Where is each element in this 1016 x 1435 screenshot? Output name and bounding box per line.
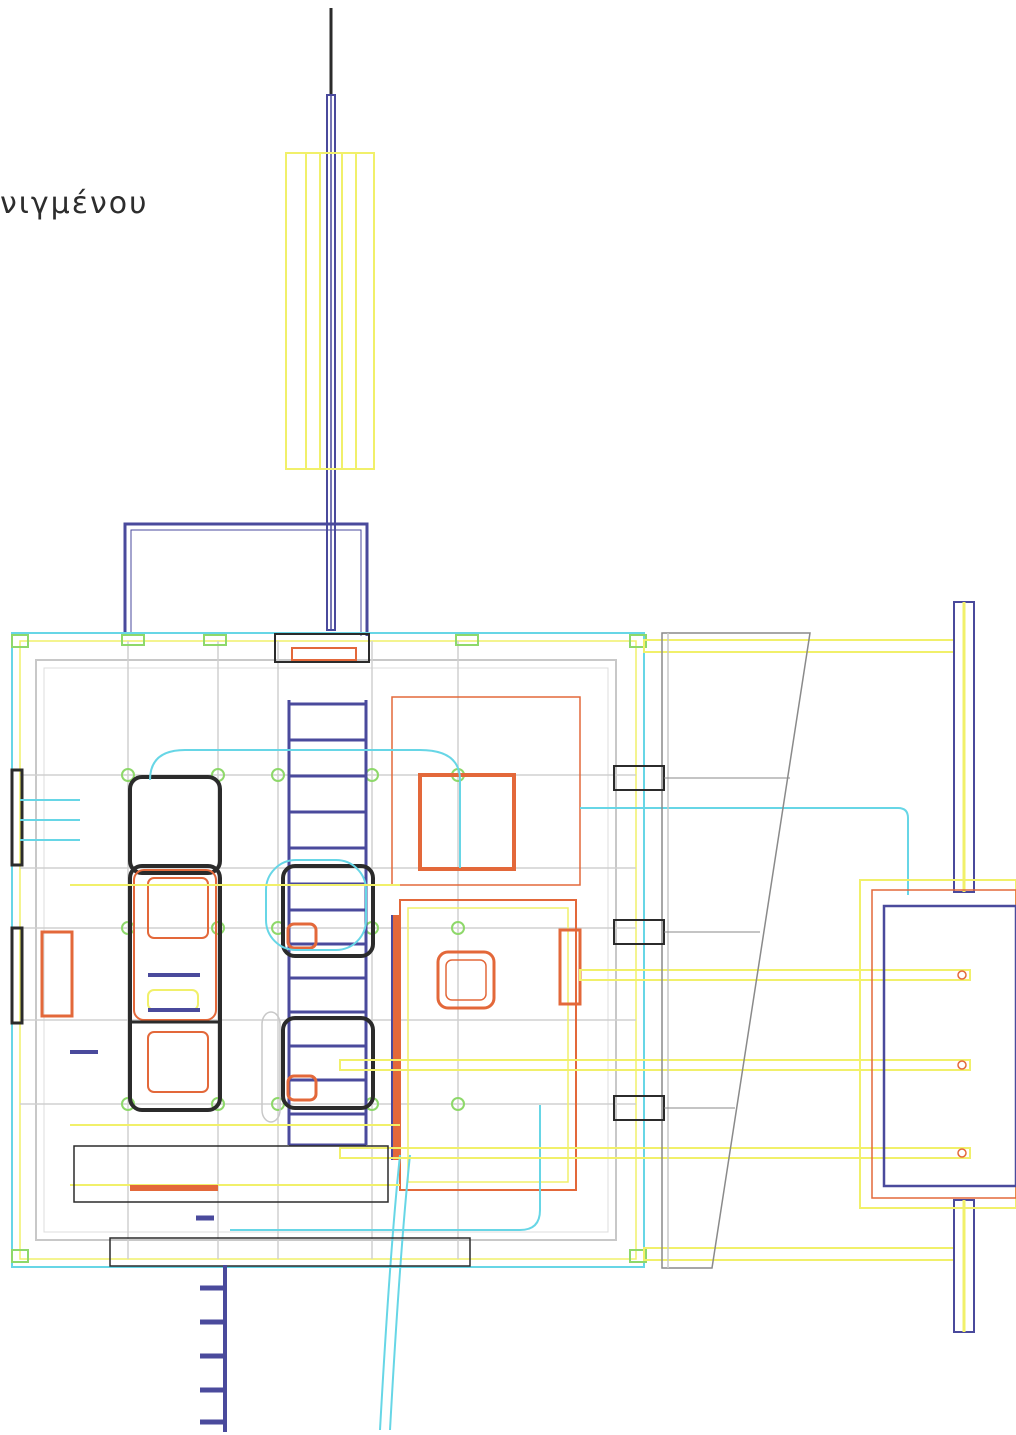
left-wall-details: [10, 768, 98, 1054]
grid-nodes: [11, 634, 647, 1263]
right-outline: [661, 632, 811, 1269]
wall-ties: [613, 765, 790, 1121]
right-structure: [859, 601, 1016, 1333]
navy-loop: [123, 522, 369, 636]
center-rooms: [261, 864, 375, 1123]
yellow-column: [285, 152, 375, 470]
ladder-top-entry: [274, 633, 370, 663]
caption-text: νιγμένου: [0, 186, 149, 221]
right-rooms: [391, 696, 582, 1191]
bottom-area: [73, 1145, 471, 1432]
mast: [326, 8, 336, 631]
left-rooms: [128, 775, 222, 1112]
cyan-service: [149, 749, 909, 1431]
yellow-pipes: [70, 639, 971, 1261]
pipe-end-markers: [957, 970, 967, 1158]
